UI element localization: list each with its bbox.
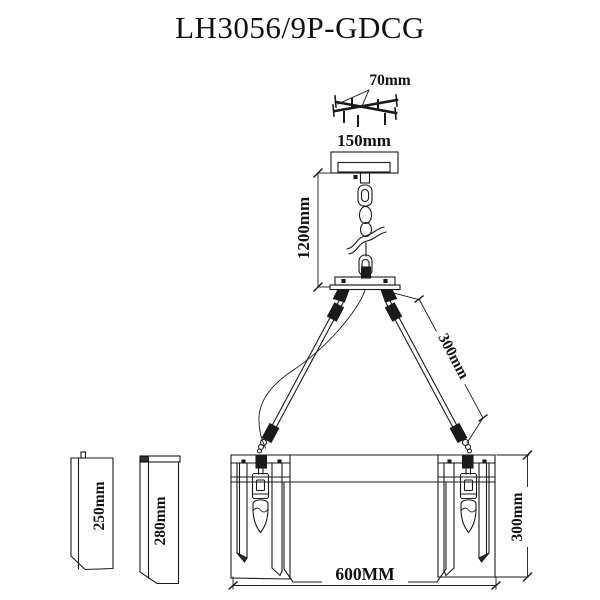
side-panel-small-drawing — [70, 451, 114, 571]
canopy-drawing — [330, 151, 399, 174]
fixture-body-drawing — [230, 454, 529, 583]
chain-drawing — [346, 172, 387, 279]
left-bulb-drawing — [251, 472, 270, 534]
right-glass-panels-drawing — [443, 462, 490, 577]
suspension-dimension-lines — [313, 168, 332, 292]
dim-label-body-width: 600MM — [322, 565, 408, 583]
side-panel-large-drawing — [139, 455, 181, 585]
right-arm-drawing — [384, 298, 474, 475]
dim-label-bracket-width: 70mm — [369, 72, 411, 89]
dim-label-body-height: 300mm — [509, 487, 528, 547]
right-bulb-drawing — [459, 472, 478, 534]
dim-label-canopy-width: 150mm — [337, 131, 391, 150]
ceiling-bracket-drawing — [332, 89, 399, 127]
arm-dimension-lines — [393, 292, 488, 444]
power-wire-drawing — [258, 289, 366, 449]
dim-label-panel-small-height: 250mm — [91, 481, 108, 531]
hub-drawing — [329, 276, 401, 303]
left-arm-drawing — [255, 298, 345, 475]
dim-label-panel-large-height: 280mm — [152, 496, 169, 546]
width-dimension-lines — [228, 576, 501, 590]
drawing-title: LH3056/9P-GDCG — [175, 10, 425, 45]
left-glass-panels-drawing — [236, 462, 283, 577]
dim-label-suspension-height: 1200mm — [294, 196, 313, 260]
